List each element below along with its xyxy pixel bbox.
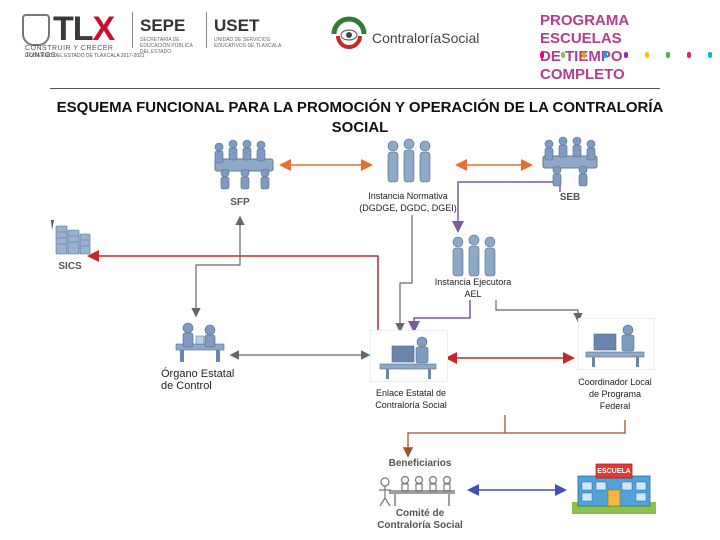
tlaxcala-crest-icon xyxy=(22,14,50,46)
escuela-building-icon xyxy=(572,463,656,514)
tlx-logo: TLX xyxy=(53,10,115,48)
program-logo-title: PROGRAMA ESCUELAS DE TIEMPO COMPLETO xyxy=(540,12,629,83)
program-color-dot xyxy=(624,52,628,58)
link-seb-ejecutora xyxy=(452,181,561,233)
tlx-tagline: CONSTRUIR Y CRECER JUNTOS xyxy=(25,45,114,59)
uset-subtitle: UNIDAD DE SERVICIOS EDUCATIVOS DE TLAXCA… xyxy=(214,37,282,49)
sfp-label: SFP xyxy=(230,197,250,208)
link-coordinador-beneficiarios xyxy=(402,420,626,458)
comite-label: Comité de Contraloría Social xyxy=(377,508,463,531)
link-sics-enlace xyxy=(87,250,379,335)
normativa-people-icon xyxy=(387,138,431,183)
program-color-dot xyxy=(561,52,565,58)
link-ejecutora-enlace xyxy=(408,300,471,333)
page-title: ESQUEMA FUNCIONAL PARA LA PROMOCIÓN Y OP… xyxy=(56,99,664,136)
normativa-label: Instancia Normativa (DGDGE, DGDC, DGEI) xyxy=(359,191,457,213)
header-separator xyxy=(50,88,660,89)
comite-meeting-icon xyxy=(379,475,455,507)
sfp-meeting-icon xyxy=(214,139,274,190)
escuela-sign: ESCUELA xyxy=(597,468,631,475)
ejecutora-label: Instancia Ejecutora AEL xyxy=(434,277,512,299)
contraloria-social-logo-icon xyxy=(331,16,367,49)
tlx-government: GOBIERNO DEL ESTADO DE TLAXCALA 2017-202… xyxy=(25,53,145,59)
organo-label: Órgano Estatal de Control xyxy=(161,368,235,392)
ejecutora-people-icon xyxy=(452,234,496,277)
organo-inspector-icon xyxy=(175,322,225,362)
header-divider xyxy=(206,12,207,48)
beneficiarios-label: Beneficiarios xyxy=(388,458,452,469)
link-ejecutora-coordinador xyxy=(495,300,583,323)
header-bar: TLX CONSTRUIR Y CRECER JUNTOS GOBIERNO D… xyxy=(0,0,720,83)
header-divider xyxy=(132,12,133,48)
link-sfp-organo xyxy=(191,215,245,318)
enlace-label: Enlace Estatal de Contraloría Social xyxy=(375,388,447,410)
sics-label: SICS xyxy=(58,261,82,272)
seb-label: SEB xyxy=(559,192,581,203)
link-normativa-enlace xyxy=(395,215,413,333)
program-color-dot xyxy=(603,52,607,58)
sepe-subtitle: SECRETARÍA DE EDUCACIÓN PÚBLICA DEL ESTA… xyxy=(140,37,193,55)
coordinador-workstation-icon xyxy=(578,318,654,370)
contraloria-social-wordmark: ContraloríaSocial xyxy=(372,30,480,46)
program-color-dot xyxy=(645,52,649,58)
sepe-logo: SEPE xyxy=(140,16,186,35)
sics-servers-icon xyxy=(51,220,91,255)
program-color-dot xyxy=(582,52,586,58)
program-color-dot xyxy=(666,52,670,58)
program-color-dot xyxy=(708,52,712,58)
program-color-dots xyxy=(540,52,712,58)
uset-logo: USET xyxy=(214,16,260,35)
enlace-workstation-icon xyxy=(370,330,448,382)
seb-meeting-icon xyxy=(542,136,598,187)
coordinador-label: Coordinador Local de Programa Federal xyxy=(578,377,652,411)
program-color-dot xyxy=(687,52,691,58)
program-color-dot xyxy=(540,52,544,58)
